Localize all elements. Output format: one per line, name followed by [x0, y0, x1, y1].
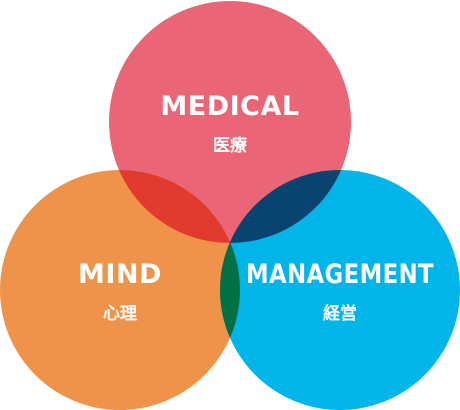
mind-label: MIND — [78, 259, 162, 290]
management-label: MANAGEMENT — [246, 259, 434, 290]
mind-sublabel: 心理 — [103, 304, 137, 324]
overlap-medical-management — [220, 170, 351, 243]
overlap-medical-mind — [109, 170, 240, 243]
medical-label: MEDICAL — [160, 91, 299, 122]
management-sublabel: 経営 — [323, 303, 357, 324]
medical-sublabel: 医療 — [213, 135, 248, 156]
